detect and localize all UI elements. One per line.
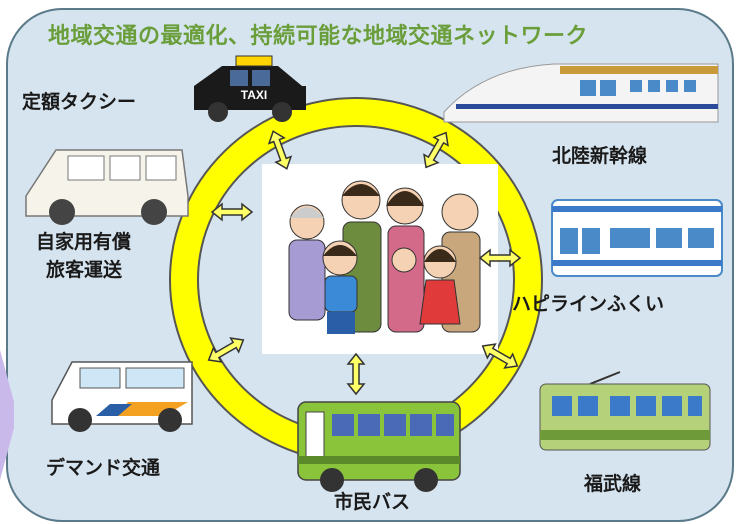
private-car-icon xyxy=(25,149,189,225)
arrow-bus xyxy=(346,352,366,396)
label-taxi: 定額タクシー xyxy=(22,91,137,113)
fukubu-tram-icon xyxy=(539,371,711,451)
label-hapiline: ハピラインふくい xyxy=(512,293,665,315)
arrow-fukubu xyxy=(481,343,519,369)
hapiline-train-icon xyxy=(551,199,723,277)
connection-arrows xyxy=(207,130,522,396)
demand-vehicle-icon xyxy=(51,361,193,432)
label-shinkansen: 北陸新幹線 xyxy=(552,145,648,167)
bus-icon xyxy=(297,401,461,492)
family-illustration xyxy=(262,164,498,354)
taxi-sign: TAXI xyxy=(241,88,267,102)
diagram-title: 地域交通の最適化、持続可能な地域交通ネットワーク xyxy=(48,24,589,49)
label-private-car-2: 旅客運送 xyxy=(46,259,123,281)
label-fukubu: 福武線 xyxy=(584,473,642,495)
arrow-private-car xyxy=(210,202,254,222)
label-private-car-1: 自家用有償 xyxy=(36,231,132,253)
arrow-shinkansen xyxy=(423,131,449,169)
label-bus: 市民バス xyxy=(334,491,411,513)
shinkansen-icon xyxy=(443,63,719,123)
arrow-demand xyxy=(207,337,245,363)
arrow-hapiline xyxy=(478,248,522,268)
taxi-icon: TAXI xyxy=(194,55,306,122)
arrow-taxi xyxy=(267,130,293,170)
label-demand: デマンド交通 xyxy=(46,457,161,479)
